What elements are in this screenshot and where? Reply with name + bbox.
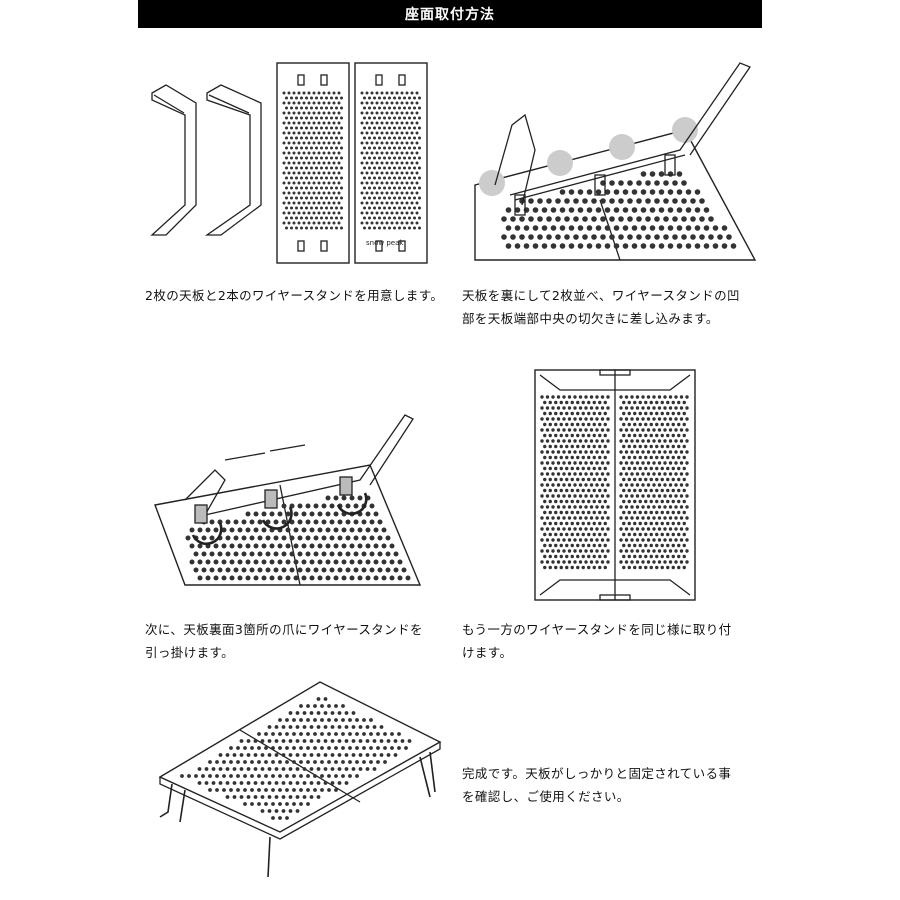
step-3-caption: 次に、天板裏面3箇所の爪にワイヤースタンドを 引っ掛けます。: [145, 622, 423, 660]
step-5-illustration: [150, 672, 450, 892]
section-header: 座面取付方法: [138, 0, 762, 28]
step-4-caption: もう一方のワイヤースタンドを同じ様に取り付 けます。: [462, 622, 732, 660]
step-5-caption: 完成です。天板がしっかりと固定されている事 を確認し、ご使用ください。: [462, 766, 732, 804]
top-plate-icon: snow peak: [354, 62, 428, 264]
step-1-caption: 2枚の天板と2本のワイヤースタンドを用意します。: [145, 288, 444, 303]
step-2-illustration: [470, 55, 760, 270]
brand-logo: snow peak: [366, 239, 404, 247]
step-1-illustration: snow peak: [140, 55, 450, 270]
top-plate-icon: [276, 62, 350, 264]
step-4-illustration: [530, 365, 700, 605]
step-2-caption: 天板を裏にして2枚並べ、ワイヤースタンドの凹 部を天板端部中央の切欠きに差し込み…: [462, 288, 740, 326]
wire-stand-icon: [204, 84, 262, 236]
wire-stand-icon: [150, 84, 197, 236]
section-title: 座面取付方法: [405, 7, 495, 23]
step-3-illustration: [145, 405, 425, 590]
